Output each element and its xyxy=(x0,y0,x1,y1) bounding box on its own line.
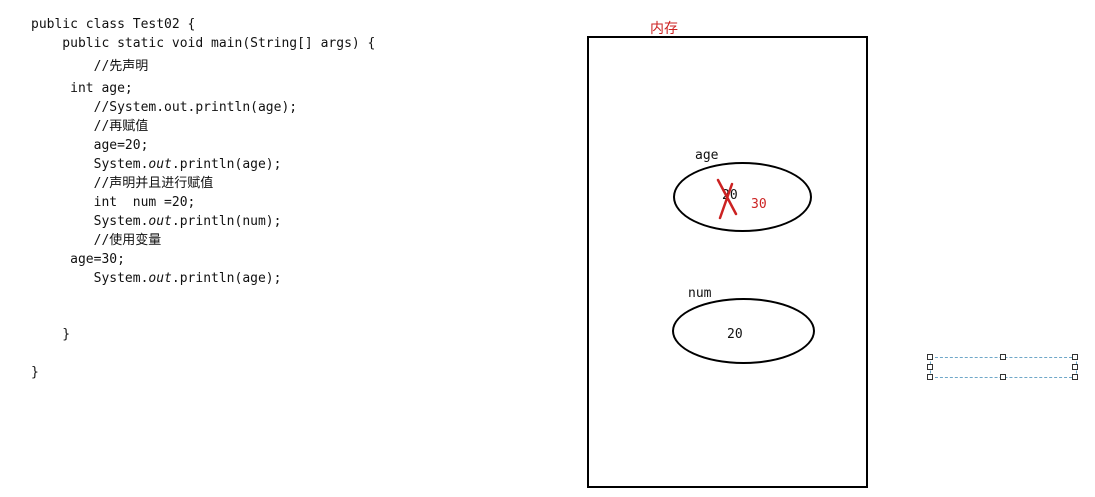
code-line: System.out.println(age); xyxy=(31,157,282,172)
code-text: } xyxy=(31,365,39,380)
resize-handle[interactable] xyxy=(1000,374,1006,380)
code-text-italic: out xyxy=(148,271,172,286)
resize-handle[interactable] xyxy=(1072,354,1078,360)
memory-title: 内存 xyxy=(650,21,678,37)
resize-handle[interactable] xyxy=(927,364,933,370)
code-text: //再赋值 xyxy=(31,119,149,134)
code-text: //先声明 xyxy=(31,59,149,74)
code-text-italic: out xyxy=(148,157,172,172)
code-line: //使用变量 xyxy=(31,233,162,248)
code-line: //System.out.println(age); xyxy=(31,100,298,115)
code-line: int age; xyxy=(31,82,133,95)
resize-handle[interactable] xyxy=(1000,354,1006,360)
age-new-value: 30 xyxy=(751,197,767,212)
num-value-ellipse xyxy=(672,298,815,364)
code-line: System.out.println(age); xyxy=(31,271,282,286)
code-text: System. xyxy=(31,157,149,172)
code-text: public class Test02 { xyxy=(31,17,196,32)
code-line: System.out.println(num); xyxy=(31,214,282,229)
code-text: System. xyxy=(31,214,149,229)
resize-handle[interactable] xyxy=(927,354,933,360)
memory-box xyxy=(587,36,868,488)
resize-handle[interactable] xyxy=(927,374,933,380)
strike-through-cross-icon xyxy=(716,178,738,220)
code-text: .println(num); xyxy=(171,214,282,229)
code-line: public class Test02 { xyxy=(31,18,195,31)
code-text: //System.out.println(age); xyxy=(31,100,298,115)
code-text: System. xyxy=(31,271,149,286)
num-variable-label: num xyxy=(688,286,712,301)
code-text: } xyxy=(31,327,71,342)
code-line: public static void main(String[] args) { xyxy=(31,37,375,50)
code-line: } xyxy=(31,366,39,379)
age-variable-label: age xyxy=(695,148,719,163)
code-text: age=20; xyxy=(31,138,149,153)
resize-handle[interactable] xyxy=(1072,374,1078,380)
code-line: //先声明 xyxy=(31,59,149,74)
code-text: .println(age); xyxy=(171,271,282,286)
code-line: int num =20; xyxy=(31,195,196,210)
code-text: //使用变量 xyxy=(31,233,162,248)
code-text: //声明并且进行赋值 xyxy=(31,176,214,191)
code-text: int age; xyxy=(31,81,133,96)
code-line: //再赋值 xyxy=(31,119,149,134)
code-text: .println(age); xyxy=(171,157,282,172)
selected-text-box[interactable] xyxy=(927,354,1078,380)
code-text-italic: out xyxy=(148,214,172,229)
code-line: age=30; xyxy=(31,253,125,266)
code-line: //声明并且进行赋值 xyxy=(31,176,214,191)
code-text: int num =20; xyxy=(31,195,196,210)
age-value-ellipse xyxy=(673,162,812,232)
num-value: 20 xyxy=(727,327,743,342)
code-text: age=30; xyxy=(31,252,125,267)
code-line: } xyxy=(31,328,70,341)
code-line: age=20; xyxy=(31,138,149,153)
code-text: public static void main(String[] args) { xyxy=(31,36,376,51)
resize-handle[interactable] xyxy=(1072,364,1078,370)
